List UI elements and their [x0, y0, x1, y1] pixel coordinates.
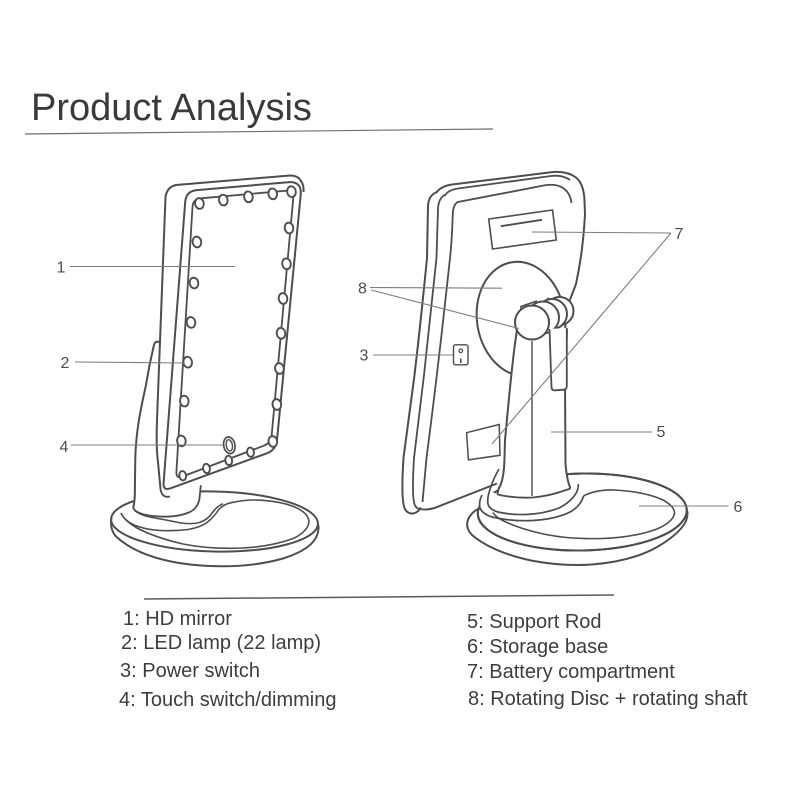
svg-text:1: 1	[57, 260, 66, 277]
svg-text:2: 2	[61, 355, 70, 372]
svg-text:8: 8	[358, 281, 367, 298]
svg-text:7: 7	[675, 226, 684, 243]
svg-text:6: 6	[734, 499, 743, 516]
svg-text:3: 3	[360, 348, 369, 365]
svg-text:4: 4	[60, 439, 69, 456]
svg-text:5: 5	[657, 424, 666, 441]
